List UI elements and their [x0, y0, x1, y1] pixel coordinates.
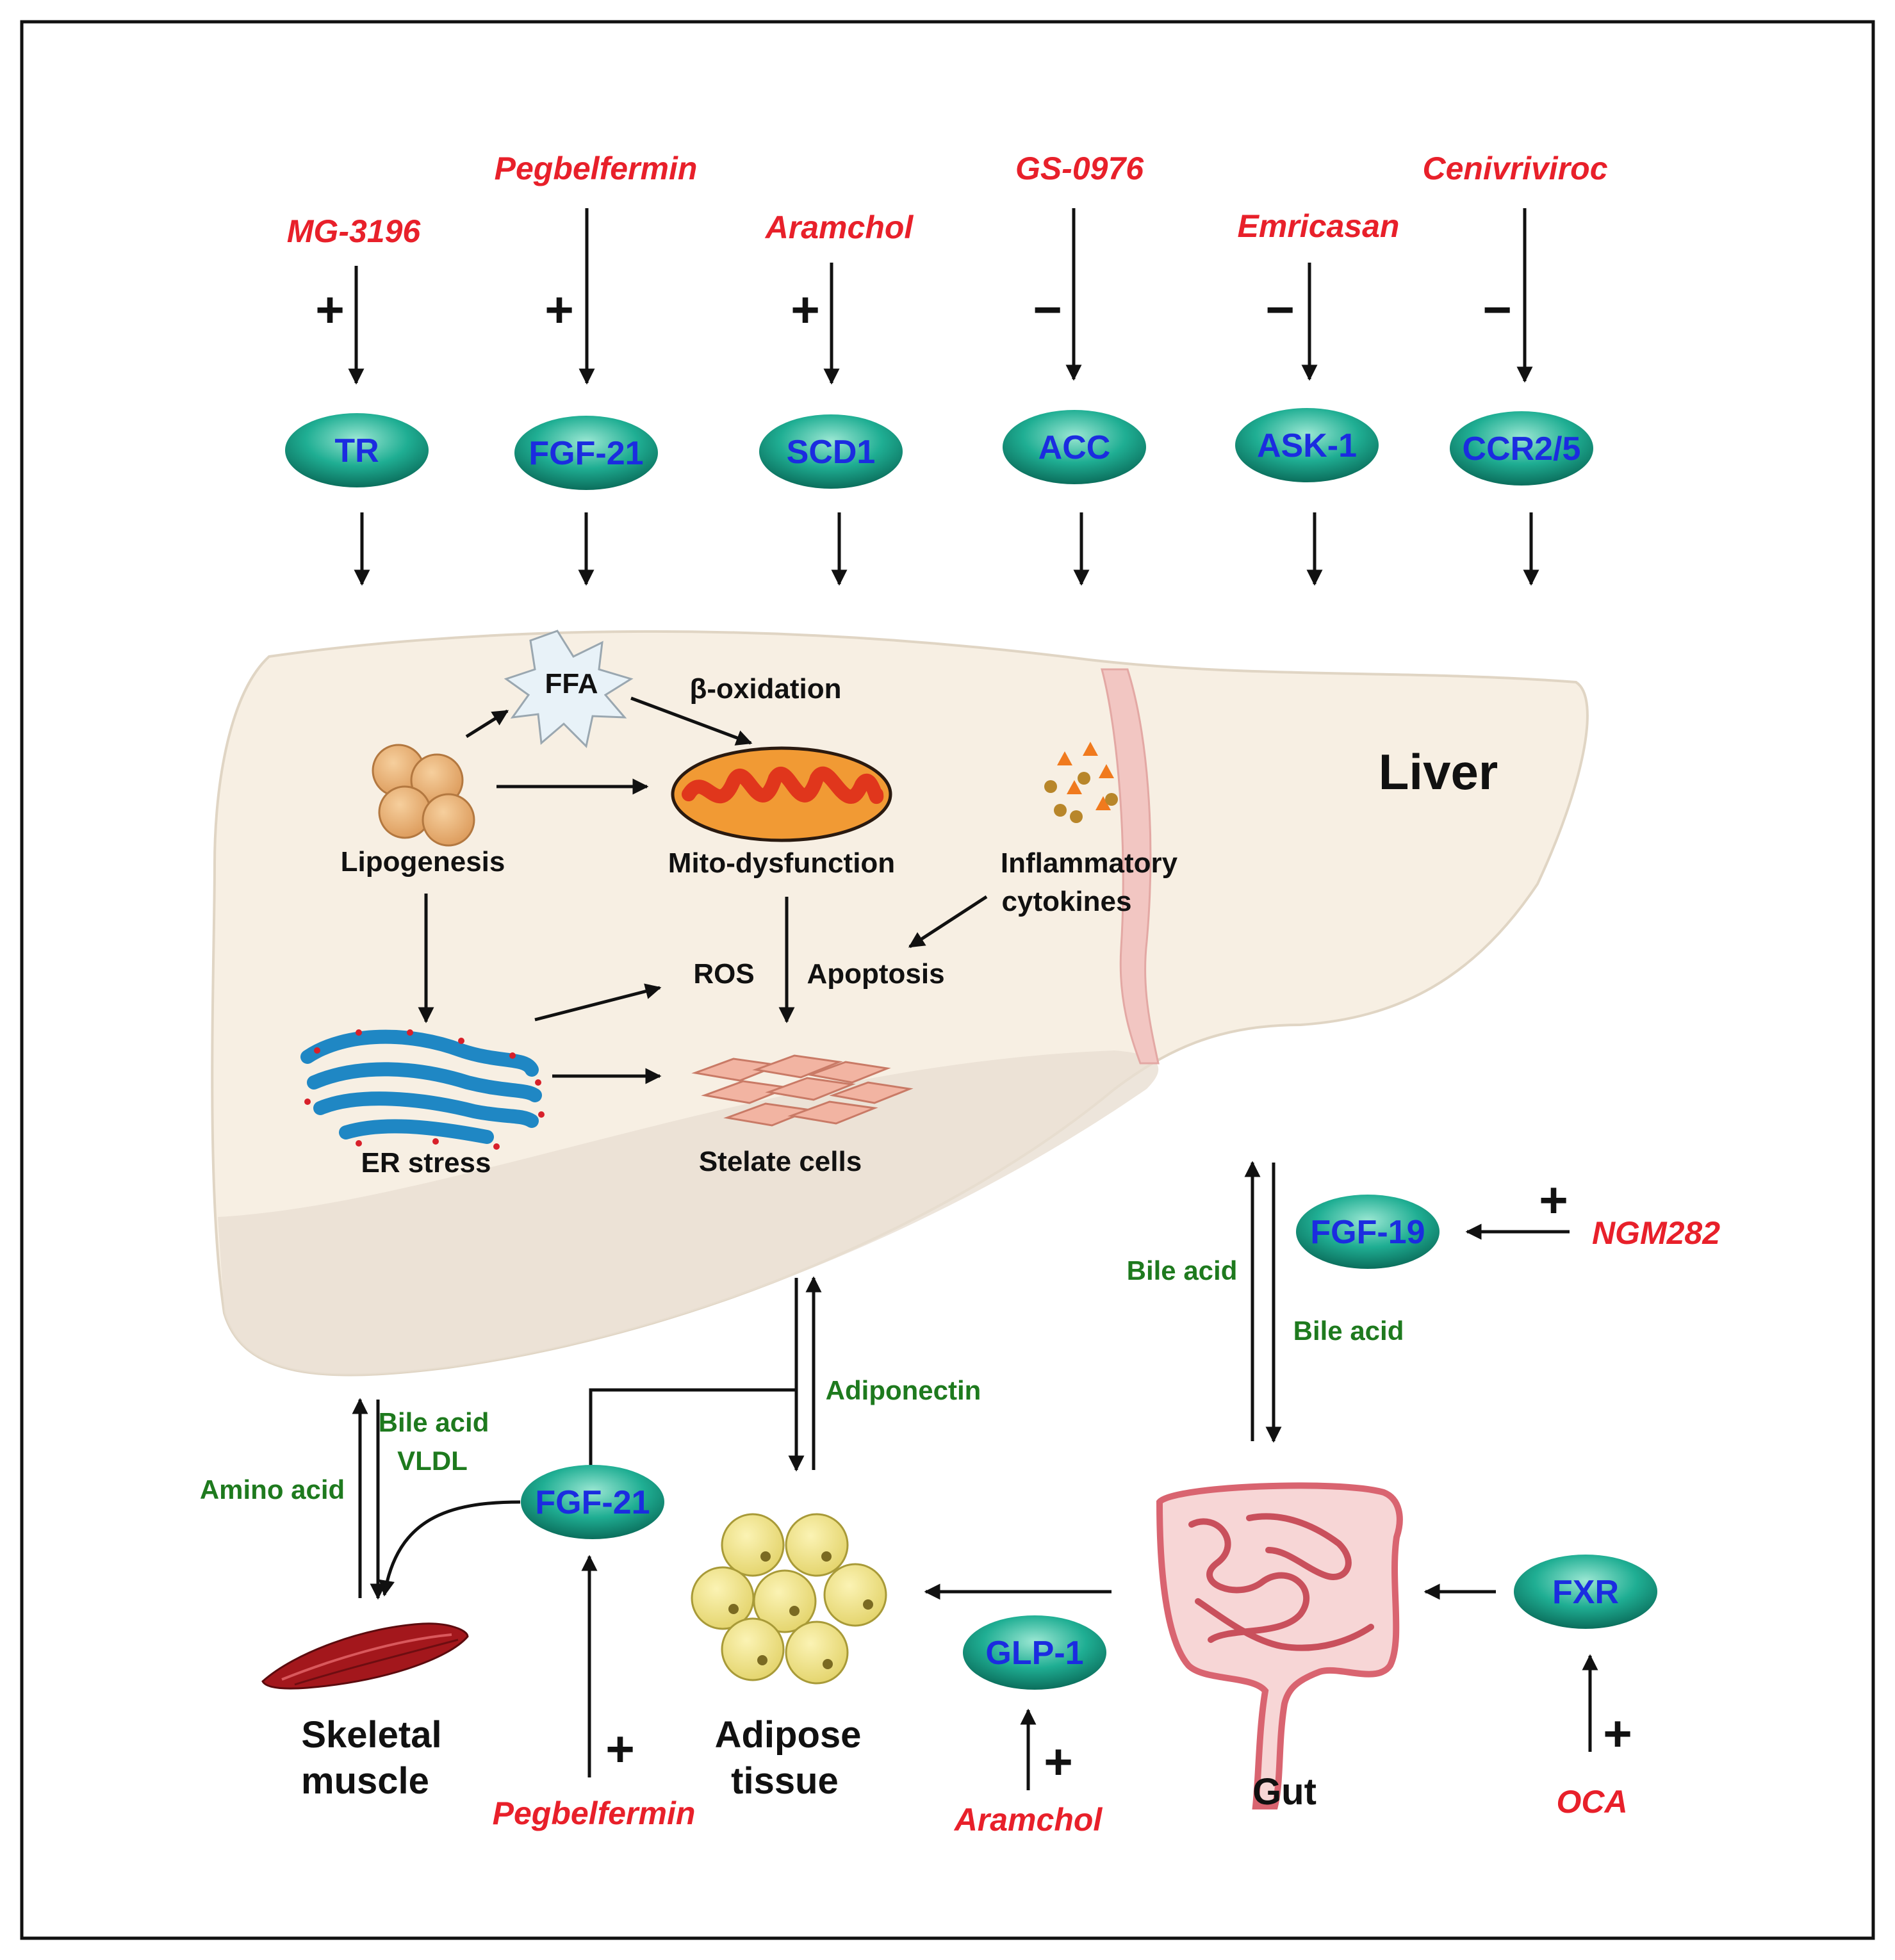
beta-oxidation-label: β-oxidation — [689, 673, 841, 705]
lipogenesis-label: Lipogenesis — [341, 846, 505, 878]
activation-sign: + — [1539, 1172, 1568, 1228]
drug-label-pegbelfermin: Pegbelfermin — [495, 151, 698, 186]
pathway-tr: MG-3196 + TR — [285, 213, 429, 586]
pathway-acc: GS-0976 − ACC — [1003, 151, 1146, 586]
activation-sign: + — [545, 281, 574, 338]
target-ellipse-scd1 — [759, 414, 903, 489]
target-label-ccr25: CCR2/5 — [1463, 430, 1581, 468]
gut-label: Gut — [1252, 1771, 1317, 1813]
cytokines-icon — [1044, 742, 1118, 823]
target-label-fgf19: FGF-19 — [1310, 1214, 1425, 1251]
mitochondrion-icon — [671, 746, 892, 842]
skeletal-muscle-label-line2: muscle — [301, 1760, 429, 1802]
target-label-fgf21-bottom: FGF-21 — [535, 1484, 650, 1521]
drug-label-cenivriviroc: Cenivriviroc — [1422, 151, 1607, 186]
target-label-fgf21: FGF-21 — [529, 435, 643, 472]
liver-label: Liver — [1379, 744, 1498, 800]
target-ellipse-glp1 — [963, 1615, 1106, 1690]
bile-acid-down-label: Bile acid — [1293, 1316, 1404, 1346]
drug-label-oca: OCA — [1556, 1784, 1627, 1820]
connector-fgf21-to-adiponectin — [589, 1388, 796, 1467]
cytokines-label: cytokines — [1002, 886, 1132, 917]
target-ellipse-fgf21-bottom — [521, 1465, 664, 1539]
top-pathways: MG-3196 + TR Pegbelfermin + FGF-21 Aramc… — [285, 151, 1608, 586]
target-ellipse-tr — [285, 413, 429, 487]
pathway-ccr25: Cenivriviroc − CCR2/5 — [1422, 151, 1608, 586]
stelate-cells-icon — [691, 1054, 914, 1127]
target-label-fxr: FXR — [1552, 1574, 1619, 1611]
inhibition-sign: − — [1265, 281, 1295, 338]
arrow-er-to-ros — [534, 983, 662, 1022]
target-label-ask1: ASK-1 — [1257, 427, 1357, 464]
target-label-glp1: GLP-1 — [985, 1635, 1083, 1672]
muscle-vldl-label: VLDL — [397, 1446, 468, 1476]
adipose-tissue-label-line1: Adipose — [715, 1714, 862, 1756]
drug-label-aramchol-bottom: Aramchol — [953, 1802, 1103, 1838]
pathway-scd1: Aramchol + SCD1 — [759, 209, 914, 586]
drug-label-mg3196: MG-3196 — [287, 213, 422, 249]
muscle-liver-axis: Bile acid VLDL Amino acid Skeletal muscl… — [200, 1398, 489, 1802]
ffa-label: FFA — [545, 668, 598, 699]
apoptosis-label: Apoptosis — [807, 958, 944, 990]
target-ellipse-fgf19 — [1296, 1195, 1440, 1269]
adipose-liver-axis: Adiponectin FGF-21 + Pegbelfermin — [379, 1276, 981, 1831]
drug-label-pegbelfermin-bottom: Pegbelfermin — [493, 1795, 696, 1831]
arrow-fgf21-to-muscle — [379, 1500, 521, 1597]
target-ellipse-fxr — [1514, 1555, 1657, 1629]
drug-label-ngm282: NGM282 — [1592, 1215, 1720, 1251]
gut-icon — [1156, 1482, 1403, 1809]
er-stress-icon — [300, 1029, 545, 1150]
drug-label-emricasan: Emricasan — [1238, 208, 1400, 244]
diagram-frame — [20, 20, 1875, 1940]
inflammatory-label: Inflammatory — [1001, 847, 1178, 879]
target-ellipse-fgf21 — [514, 416, 658, 490]
liver-shadow — [218, 1050, 1159, 1375]
amino-acid-label: Amino acid — [200, 1474, 345, 1505]
gut-liver-axis: Bile acid Bile acid FGF-19 + NGM282 — [1127, 1161, 1720, 1443]
drug-label-aramchol: Aramchol — [764, 209, 914, 245]
activation-sign: + — [605, 1720, 635, 1777]
pathway-glp1: GLP-1 + Aramchol — [924, 1583, 1112, 1838]
inhibition-sign: − — [1033, 281, 1062, 338]
stelate-cells-label: Stelate cells — [699, 1146, 862, 1177]
pathway-ask1: Emricasan − ASK-1 — [1235, 208, 1400, 586]
skeletal-muscle-icon — [261, 1622, 469, 1690]
target-ellipse-acc — [1003, 410, 1146, 484]
liver-organ: Liver FFA β-oxidation Lipogenesis Mito-d… — [211, 630, 1589, 1376]
activation-sign: + — [791, 281, 820, 338]
mito-dysfunction-label: Mito-dysfunction — [668, 847, 895, 879]
activation-sign: + — [1603, 1705, 1632, 1761]
adipose-tissue-label-line2: tissue — [731, 1760, 839, 1802]
ros-label: ROS — [693, 958, 754, 990]
target-ellipse-ask1 — [1235, 408, 1379, 482]
activation-sign: + — [1044, 1733, 1073, 1790]
arrow-cytokines-to-apoptosis — [908, 895, 988, 949]
target-label-acc: ACC — [1038, 429, 1111, 466]
pathway-fgf21: Pegbelfermin + FGF-21 — [495, 151, 698, 586]
target-label-scd1: SCD1 — [787, 434, 876, 471]
adipose-tissue-icon — [691, 1513, 887, 1685]
lipid-droplets-icon — [372, 744, 475, 847]
arrow-lipogenesis-to-ffa — [465, 709, 509, 739]
activation-sign: + — [315, 281, 345, 338]
inhibition-sign: − — [1482, 281, 1512, 338]
bile-acid-up-label: Bile acid — [1127, 1255, 1238, 1286]
falciform-ligament — [1101, 668, 1160, 1065]
drug-label-gs0976: GS-0976 — [1015, 151, 1144, 186]
skeletal-muscle-label-line1: Skeletal — [301, 1714, 441, 1756]
target-label-tr: TR — [334, 432, 379, 470]
muscle-bile-acid-label: Bile acid — [379, 1407, 489, 1437]
target-ellipse-ccr25 — [1450, 411, 1593, 486]
arrow-ffa-to-mitochondrion — [630, 696, 753, 746]
adiponectin-label: Adiponectin — [826, 1375, 981, 1405]
er-stress-label: ER stress — [361, 1147, 491, 1179]
ffa-star-icon — [504, 630, 634, 749]
pathway-fxr: FXR + OCA — [1423, 1555, 1657, 1820]
